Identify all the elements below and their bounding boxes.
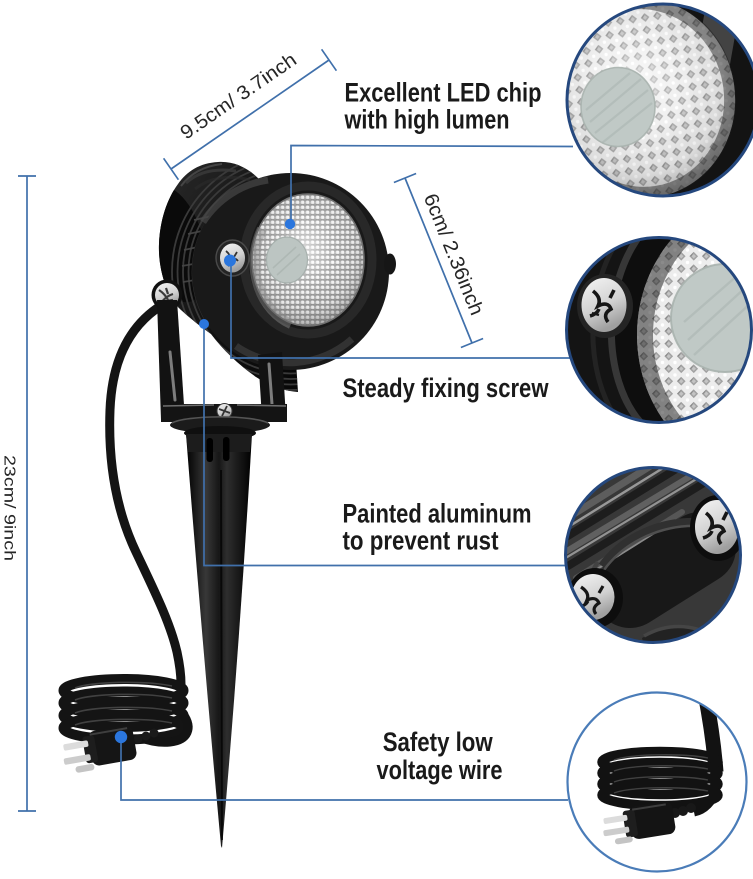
svg-text:23cm/ 9inch: 23cm/ 9inch xyxy=(1,455,18,561)
svg-text:Painted aluminum: Painted aluminum xyxy=(343,499,532,529)
svg-text:Safety low: Safety low xyxy=(383,727,493,757)
svg-text:Steady fixing screw: Steady fixing screw xyxy=(343,373,549,403)
svg-text:Excellent LED chip: Excellent LED chip xyxy=(345,78,542,108)
svg-text:to prevent rust: to prevent rust xyxy=(343,526,499,556)
svg-text:voltage wire: voltage wire xyxy=(377,755,503,785)
svg-text:with high lumen: with high lumen xyxy=(344,105,510,135)
